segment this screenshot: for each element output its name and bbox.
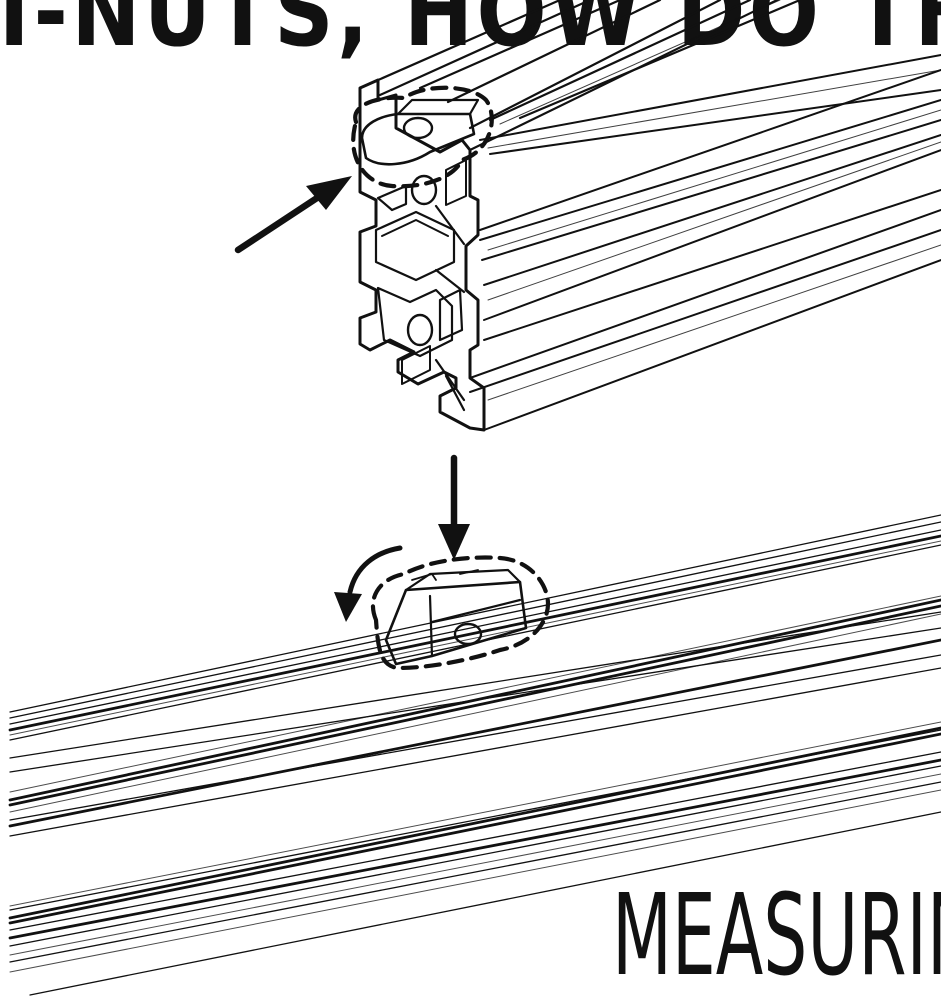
t-nut-top [360, 98, 480, 166]
section-title: MEASURIN [612, 871, 941, 1001]
rotate-icon [334, 545, 403, 622]
extrusion-profile-top [358, 0, 941, 432]
page-title: T-NUTS, HOW DO THEY WORK [0, 0, 941, 68]
extrusion-rail-bottom [8, 514, 941, 996]
arrow-down-icon [438, 454, 470, 560]
t-nut-highlight-top [351, 85, 494, 189]
t-nut-highlight-bottom [370, 555, 551, 671]
t-nut-bottom [384, 568, 528, 666]
arrow-icon [234, 176, 352, 254]
